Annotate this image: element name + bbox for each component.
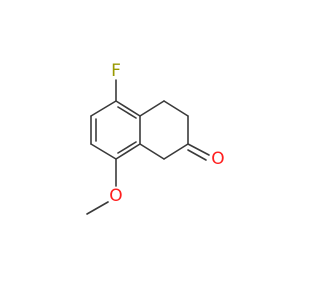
bond-sat-5 bbox=[139, 143, 165, 160]
molecule-canvas: F O O bbox=[86, 61, 225, 215]
methoxy-oxygen-label: O bbox=[109, 186, 122, 206]
bond-aromatic-double-2 bbox=[117, 141, 137, 154]
bond-aromatic-double-3 bbox=[117, 106, 137, 119]
bond-carbonyl-1 bbox=[187, 143, 210, 156]
ketone-oxygen-label: O bbox=[211, 149, 224, 169]
bond-sat-2 bbox=[163, 100, 189, 117]
bond-sat-4 bbox=[163, 143, 189, 160]
bond-ring-3 bbox=[90, 143, 117, 160]
bond-sat-1 bbox=[139, 100, 165, 117]
bond-o-methyl bbox=[86, 201, 109, 215]
molecule-diagram: F O O bbox=[86, 61, 225, 215]
bond-ring-4 bbox=[115, 143, 141, 160]
bond-ring-6 bbox=[115, 100, 141, 117]
bond-ring-1 bbox=[90, 100, 117, 117]
fluorine-atom-label: F bbox=[111, 61, 121, 81]
bond-carbonyl-2 bbox=[187, 149, 207, 161]
